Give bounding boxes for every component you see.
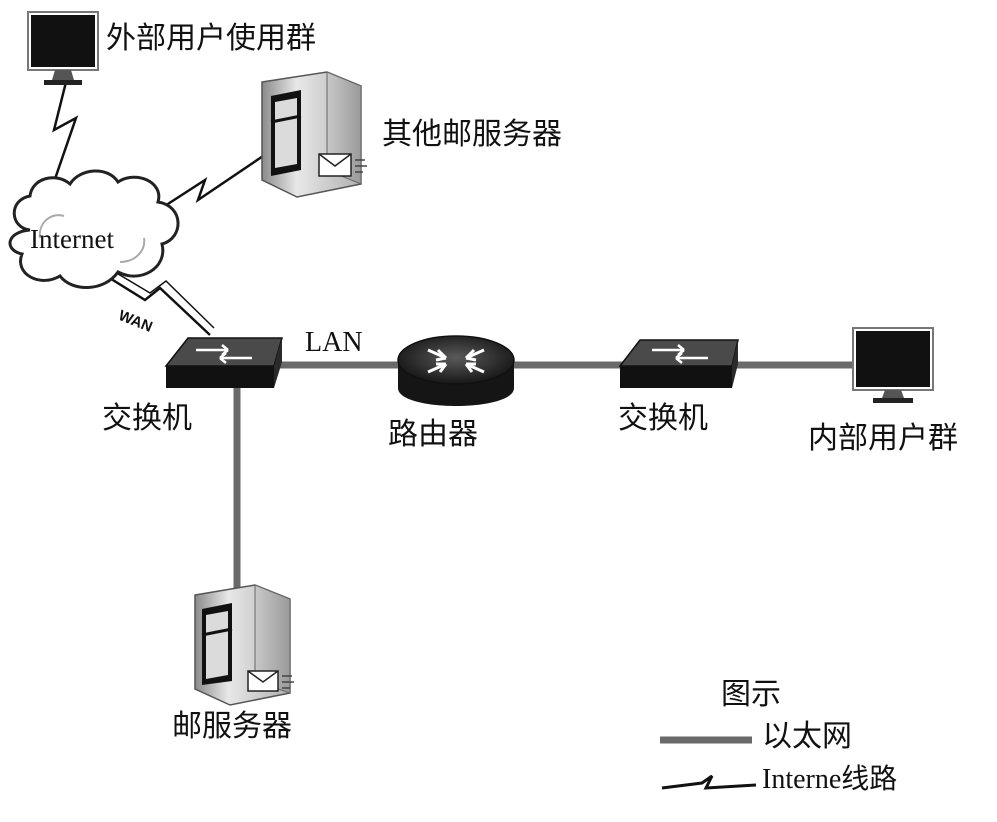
- monitor-icon: [852, 327, 934, 403]
- wan-link-internet-switch-shadow: [107, 267, 215, 329]
- server-tower-icon: [261, 71, 367, 198]
- monitor-icon: [27, 11, 99, 85]
- legend-title: 图示: [721, 677, 781, 712]
- legend-graphics: [660, 736, 757, 790]
- mail-server-label: 邮服务器: [172, 709, 292, 744]
- internet-links: [44, 81, 273, 336]
- server-tower-icon: [194, 584, 294, 706]
- legend-internet-line-label: Interne线路: [762, 764, 898, 795]
- network-switch-icon: [164, 337, 283, 388]
- ethernet-links: [233, 361, 858, 600]
- internet-link-external-users: [44, 81, 79, 206]
- cloud-icon: [8, 169, 180, 289]
- envelope-icon: [247, 670, 294, 692]
- switch-left-label: 交换机: [102, 401, 192, 436]
- internal-users-label: 内部用户群: [808, 421, 958, 456]
- internet-link-other-server: [139, 148, 273, 224]
- switch-right-label: 交换机: [618, 401, 708, 436]
- router-label: 路由器: [388, 417, 478, 452]
- external-users-label: 外部用户使用群: [106, 21, 316, 56]
- wan-link-internet-switch: [99, 270, 211, 336]
- internet-label: Internet: [30, 224, 114, 254]
- router-icon: [397, 335, 515, 406]
- network-switch-icon: [618, 339, 739, 388]
- legend-ethernet-label: 以太网: [762, 719, 852, 754]
- legend-internet-swatch: [661, 774, 757, 790]
- other-mail-server-label: 其他邮服务器: [382, 117, 562, 152]
- lan-label: LAN: [305, 327, 363, 358]
- envelope-icon: [318, 153, 367, 177]
